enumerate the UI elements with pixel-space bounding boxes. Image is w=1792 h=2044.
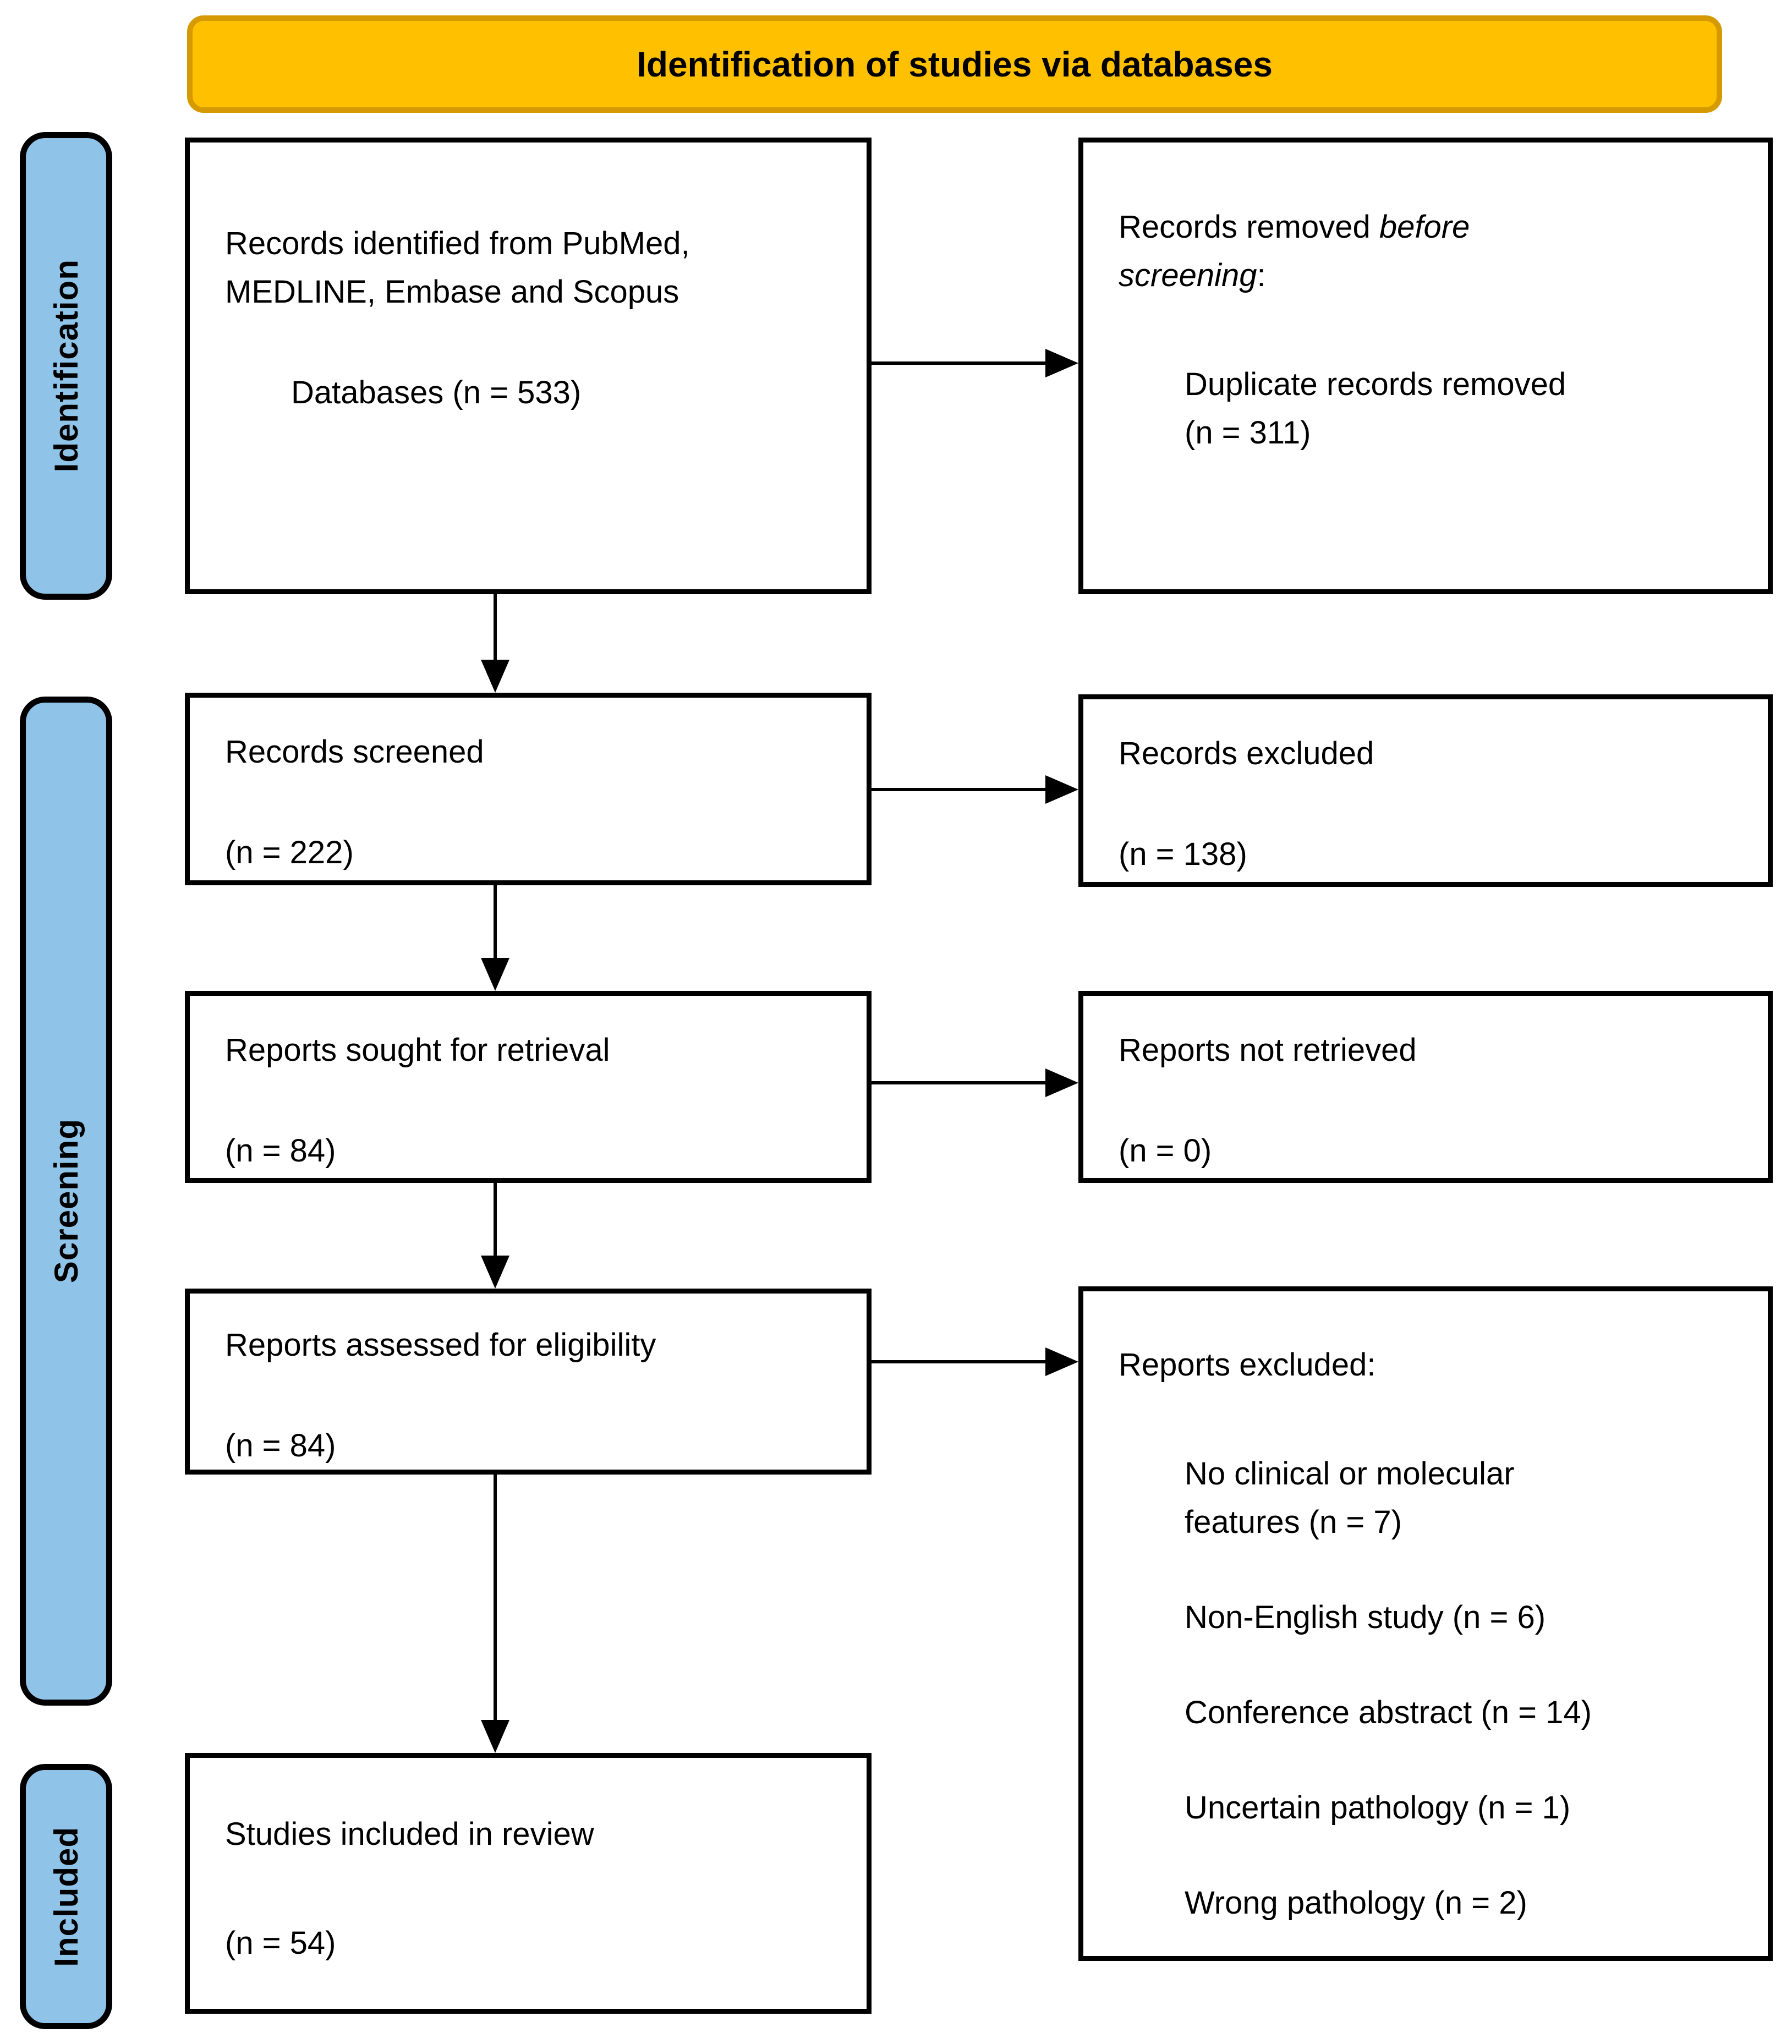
excluded-reason-conference-abstract: Conference abstract (n = 14) xyxy=(1185,1695,1592,1730)
arrow-sought-to-assessed xyxy=(475,1183,515,1289)
arrowhead-right-icon xyxy=(1045,1068,1078,1097)
arrowhead-down-icon xyxy=(481,660,509,693)
records-identified-line2: MEDLINE, Embase and Scopus xyxy=(225,274,679,310)
excluded-reason-no-features-line2: features (n = 7) xyxy=(1185,1504,1402,1540)
arrowhead-down-icon xyxy=(481,1256,509,1289)
arrow-assessed-to-excluded-reasons xyxy=(872,1342,1078,1382)
reports-excluded-heading: Reports excluded: xyxy=(1119,1347,1376,1383)
stage-identification-label: Identification xyxy=(47,259,85,473)
arrow-screened-to-sought xyxy=(475,885,515,991)
arrow-identified-to-screened xyxy=(475,594,515,693)
banner-title: Identification of studies via databases xyxy=(637,44,1273,84)
box-records-excluded: Records excluded (n = 138) xyxy=(1078,694,1773,887)
records-screened-label: Records screened xyxy=(225,734,484,770)
excluded-reason-wrong-pathology: Wrong pathology (n = 2) xyxy=(1185,1885,1527,1921)
arrow-shaft xyxy=(494,1475,497,1723)
excluded-reason-non-english: Non-English study (n = 6) xyxy=(1185,1599,1546,1635)
arrowhead-down-icon xyxy=(481,1720,509,1753)
arrowhead-down-icon xyxy=(481,958,509,991)
box-studies-included: Studies included in review (n = 54) xyxy=(185,1753,872,2014)
records-removed-italic: before screening xyxy=(1119,209,1470,293)
arrow-shaft xyxy=(872,361,1049,365)
records-identified-line1: Records identified from PubMed, xyxy=(225,226,690,261)
arrow-shaft xyxy=(872,1360,1049,1363)
box-records-removed-before-screening: Records removed before screening: Duplic… xyxy=(1078,138,1773,594)
records-identified-count: Databases (n = 533) xyxy=(291,375,582,410)
reports-assessed-count: (n = 84) xyxy=(225,1428,336,1464)
box-records-identified: Records identified from PubMed, MEDLINE,… xyxy=(185,138,872,594)
records-screened-count: (n = 222) xyxy=(225,835,354,870)
reports-sought-count: (n = 84) xyxy=(225,1133,336,1169)
box-reports-sought: Reports sought for retrieval (n = 84) xyxy=(185,991,872,1183)
arrow-identified-to-removed xyxy=(872,343,1078,383)
records-excluded-count: (n = 138) xyxy=(1119,836,1247,872)
reports-assessed-label: Reports assessed for eligibility xyxy=(225,1327,656,1363)
excluded-reason-no-features-line1: No clinical or molecular xyxy=(1185,1456,1515,1492)
arrowhead-right-icon xyxy=(1045,349,1078,377)
arrow-shaft xyxy=(494,1183,497,1259)
arrow-sought-to-not-retrieved xyxy=(872,1063,1078,1103)
box-reports-excluded-reasons: Reports excluded: No clinical or molecul… xyxy=(1078,1286,1773,1961)
duplicates-removed-line1: Duplicate records removed xyxy=(1185,366,1566,402)
arrow-shaft xyxy=(494,594,497,663)
box-reports-not-retrieved: Reports not retrieved (n = 0) xyxy=(1078,991,1773,1183)
banner-identification-via-databases: Identification of studies via databases xyxy=(187,15,1722,113)
records-removed-prefix: Records removed xyxy=(1119,209,1379,245)
stage-screening-label: Screening xyxy=(47,1119,85,1284)
box-records-screened: Records screened (n = 222) xyxy=(185,693,872,885)
reports-not-retrieved-count: (n = 0) xyxy=(1119,1133,1212,1169)
excluded-reason-uncertain-pathology: Uncertain pathology (n = 1) xyxy=(1185,1790,1571,1826)
arrow-shaft xyxy=(872,1081,1049,1084)
duplicates-removed-line2: (n = 311) xyxy=(1185,415,1311,451)
stage-identification: Identification xyxy=(20,132,112,600)
arrow-screened-to-excluded xyxy=(872,770,1078,809)
reports-not-retrieved-label: Reports not retrieved xyxy=(1119,1032,1417,1068)
stage-included-label: Included xyxy=(47,1826,85,1967)
studies-included-label: Studies included in review xyxy=(225,1816,594,1852)
studies-included-count: (n = 54) xyxy=(225,1925,336,1961)
arrow-shaft xyxy=(494,885,497,961)
arrow-shaft xyxy=(872,788,1049,791)
records-excluded-label: Records excluded xyxy=(1119,736,1374,771)
records-removed-title: Records removed before screening: xyxy=(1119,203,1559,300)
arrowhead-right-icon xyxy=(1045,1347,1078,1376)
reports-sought-label: Reports sought for retrieval xyxy=(225,1032,610,1068)
arrowhead-right-icon xyxy=(1045,775,1078,804)
stage-included: Included xyxy=(20,1764,112,2029)
arrow-assessed-to-included xyxy=(475,1475,515,1753)
stage-screening: Screening xyxy=(20,697,112,1706)
box-reports-assessed: Reports assessed for eligibility (n = 84… xyxy=(185,1289,872,1475)
records-removed-suffix: : xyxy=(1257,257,1266,293)
